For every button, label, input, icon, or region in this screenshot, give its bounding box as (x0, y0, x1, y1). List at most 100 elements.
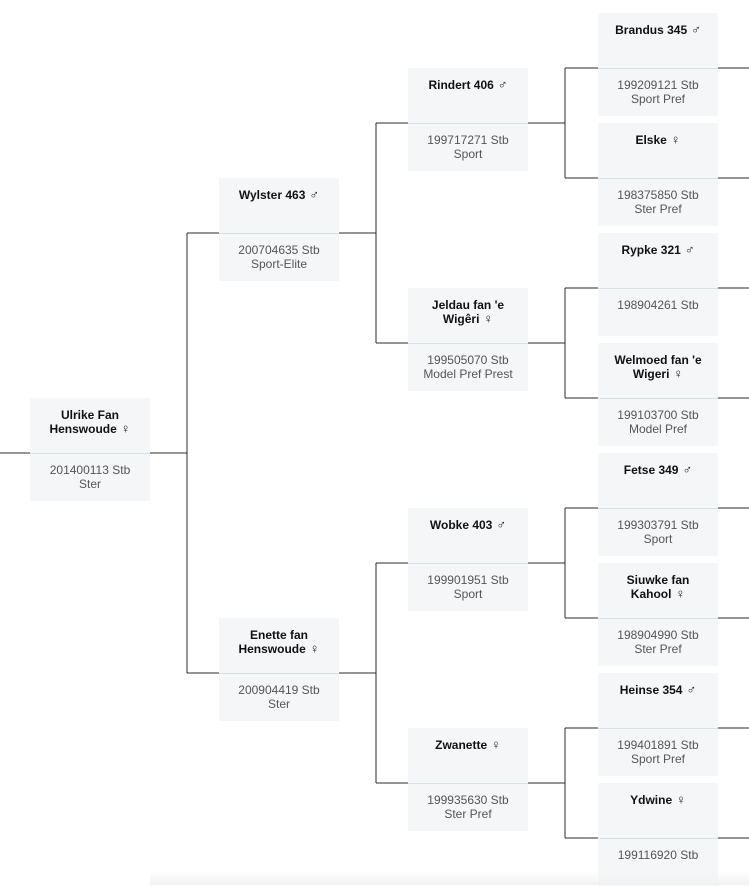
female-symbol-icon: ♀ (670, 132, 681, 147)
horse-name-text: Brandus 345 (615, 23, 688, 37)
registration-number: 201400113 Stb (49, 463, 131, 477)
male-symbol-icon: ♂ (496, 517, 507, 532)
horse-card-sds[interactable]: Rypke 321♂ 198904261 Stb (598, 233, 718, 336)
predicate: Sport Pref (630, 92, 686, 106)
horse-name[interactable]: Rypke 321♂ (615, 242, 700, 258)
horse-name[interactable]: Heinse 354♂ (614, 683, 702, 698)
horse-name-text: Jeldau fan 'e Wigêri (431, 298, 505, 326)
female-symbol-icon: ♀ (491, 737, 501, 752)
horse-name[interactable]: Siuwke fan Kahool♀ (598, 573, 718, 601)
male-symbol-icon: ♂ (309, 187, 320, 202)
predicate: Ster Pref (444, 807, 492, 821)
horse-card-header: Zwanette♀ (408, 728, 528, 783)
horse-card-ddd[interactable]: Ydwine♀ 199116920 Stb (598, 783, 718, 886)
horse-name-text: Fetse 349 (623, 463, 679, 477)
horse-card-header: Welmoed fan 'e Wigeri♀ (598, 343, 718, 398)
male-symbol-icon: ♂ (691, 22, 701, 37)
male-symbol-icon: ♂ (497, 77, 508, 92)
female-symbol-icon: ♀ (120, 421, 131, 436)
registration-number: 199401891 Stb (617, 738, 699, 752)
registration-number: 199901951 Stb (427, 573, 509, 587)
horse-name-text: Enette fan Henswoude (238, 628, 308, 656)
predicate: Sport (453, 147, 483, 161)
horse-name[interactable]: Wylster 463♂ (233, 187, 325, 203)
registration-number: 198904990 Stb (617, 628, 699, 642)
female-symbol-icon: ♀ (676, 792, 686, 807)
horse-name-text: Heinse 354 (619, 683, 683, 697)
horse-name[interactable]: Rindert 406♂ (422, 77, 513, 93)
horse-name-text: Siuwke fan Kahool (626, 573, 690, 601)
predicate: Model Pref Prest (423, 367, 513, 381)
horse-name[interactable]: Jeldau fan 'e Wigêri♀ (408, 298, 528, 326)
horse-name-text: Rypke 321 (621, 243, 681, 257)
male-symbol-icon: ♂ (682, 462, 693, 477)
female-symbol-icon: ♀ (483, 311, 494, 326)
horse-name[interactable]: Welmoed fan 'e Wigeri♀ (598, 353, 718, 381)
registration-number: 199505070 Stb (427, 353, 509, 367)
horse-card-header: Fetse 349♂ (598, 453, 718, 508)
registration-number: 199209121 Stb (617, 78, 699, 92)
horse-name-text: Welmoed fan 'e Wigeri (614, 353, 702, 381)
female-symbol-icon: ♀ (309, 641, 320, 656)
registration-number: 198375850 Stb (617, 188, 699, 202)
predicate: Sport (643, 532, 673, 546)
predicate: Ster (78, 477, 101, 491)
registration-number: 199103700 Stb (617, 408, 699, 422)
predicate: Ster Pref (634, 642, 682, 656)
registration-number: 200704635 Stb (238, 243, 320, 257)
horse-name[interactable]: Ulrike Fan Henswoude♀ (30, 408, 150, 436)
horse-card-header: Enette fan Henswoude♀ (219, 618, 339, 673)
horse-name[interactable]: Fetse 349♂ (618, 462, 698, 478)
registration-number: 200904419 Stb (238, 683, 320, 697)
horse-name[interactable]: Wobke 403♂ (424, 517, 512, 533)
horse-name-text: Wylster 463 (238, 188, 306, 202)
male-symbol-icon: ♂ (684, 242, 695, 257)
female-symbol-icon: ♀ (673, 366, 684, 381)
registration-number: 199717271 Stb (427, 133, 509, 147)
horse-name[interactable]: Ydwine♀ (624, 792, 692, 808)
horse-card-details: 198904261 Stb (598, 288, 718, 336)
horse-card-header: Wylster 463♂ (219, 178, 339, 233)
registration-number: 198904261 Stb (617, 298, 699, 312)
registration-number: 199116920 Stb (617, 848, 699, 862)
horse-name[interactable]: Brandus 345♂ (609, 22, 707, 38)
horse-name[interactable]: Enette fan Henswoude♀ (219, 628, 339, 656)
female-symbol-icon: ♀ (675, 586, 686, 601)
horse-card-header: Ulrike Fan Henswoude♀ (30, 398, 150, 453)
horse-name[interactable]: Zwanette♀ (429, 737, 507, 753)
horse-card-header: Rypke 321♂ (598, 233, 718, 288)
horse-card-header: Brandus 345♂ (598, 13, 718, 68)
horse-name-text: Rindert 406 (428, 78, 494, 92)
horse-name[interactable]: Elske♀ (629, 132, 686, 148)
horse-card-header: Ydwine♀ (598, 783, 718, 838)
registration-number: 199303791 Stb (617, 518, 699, 532)
bottom-fade (150, 871, 749, 885)
horse-card-header: Siuwke fan Kahool♀ (598, 563, 718, 618)
